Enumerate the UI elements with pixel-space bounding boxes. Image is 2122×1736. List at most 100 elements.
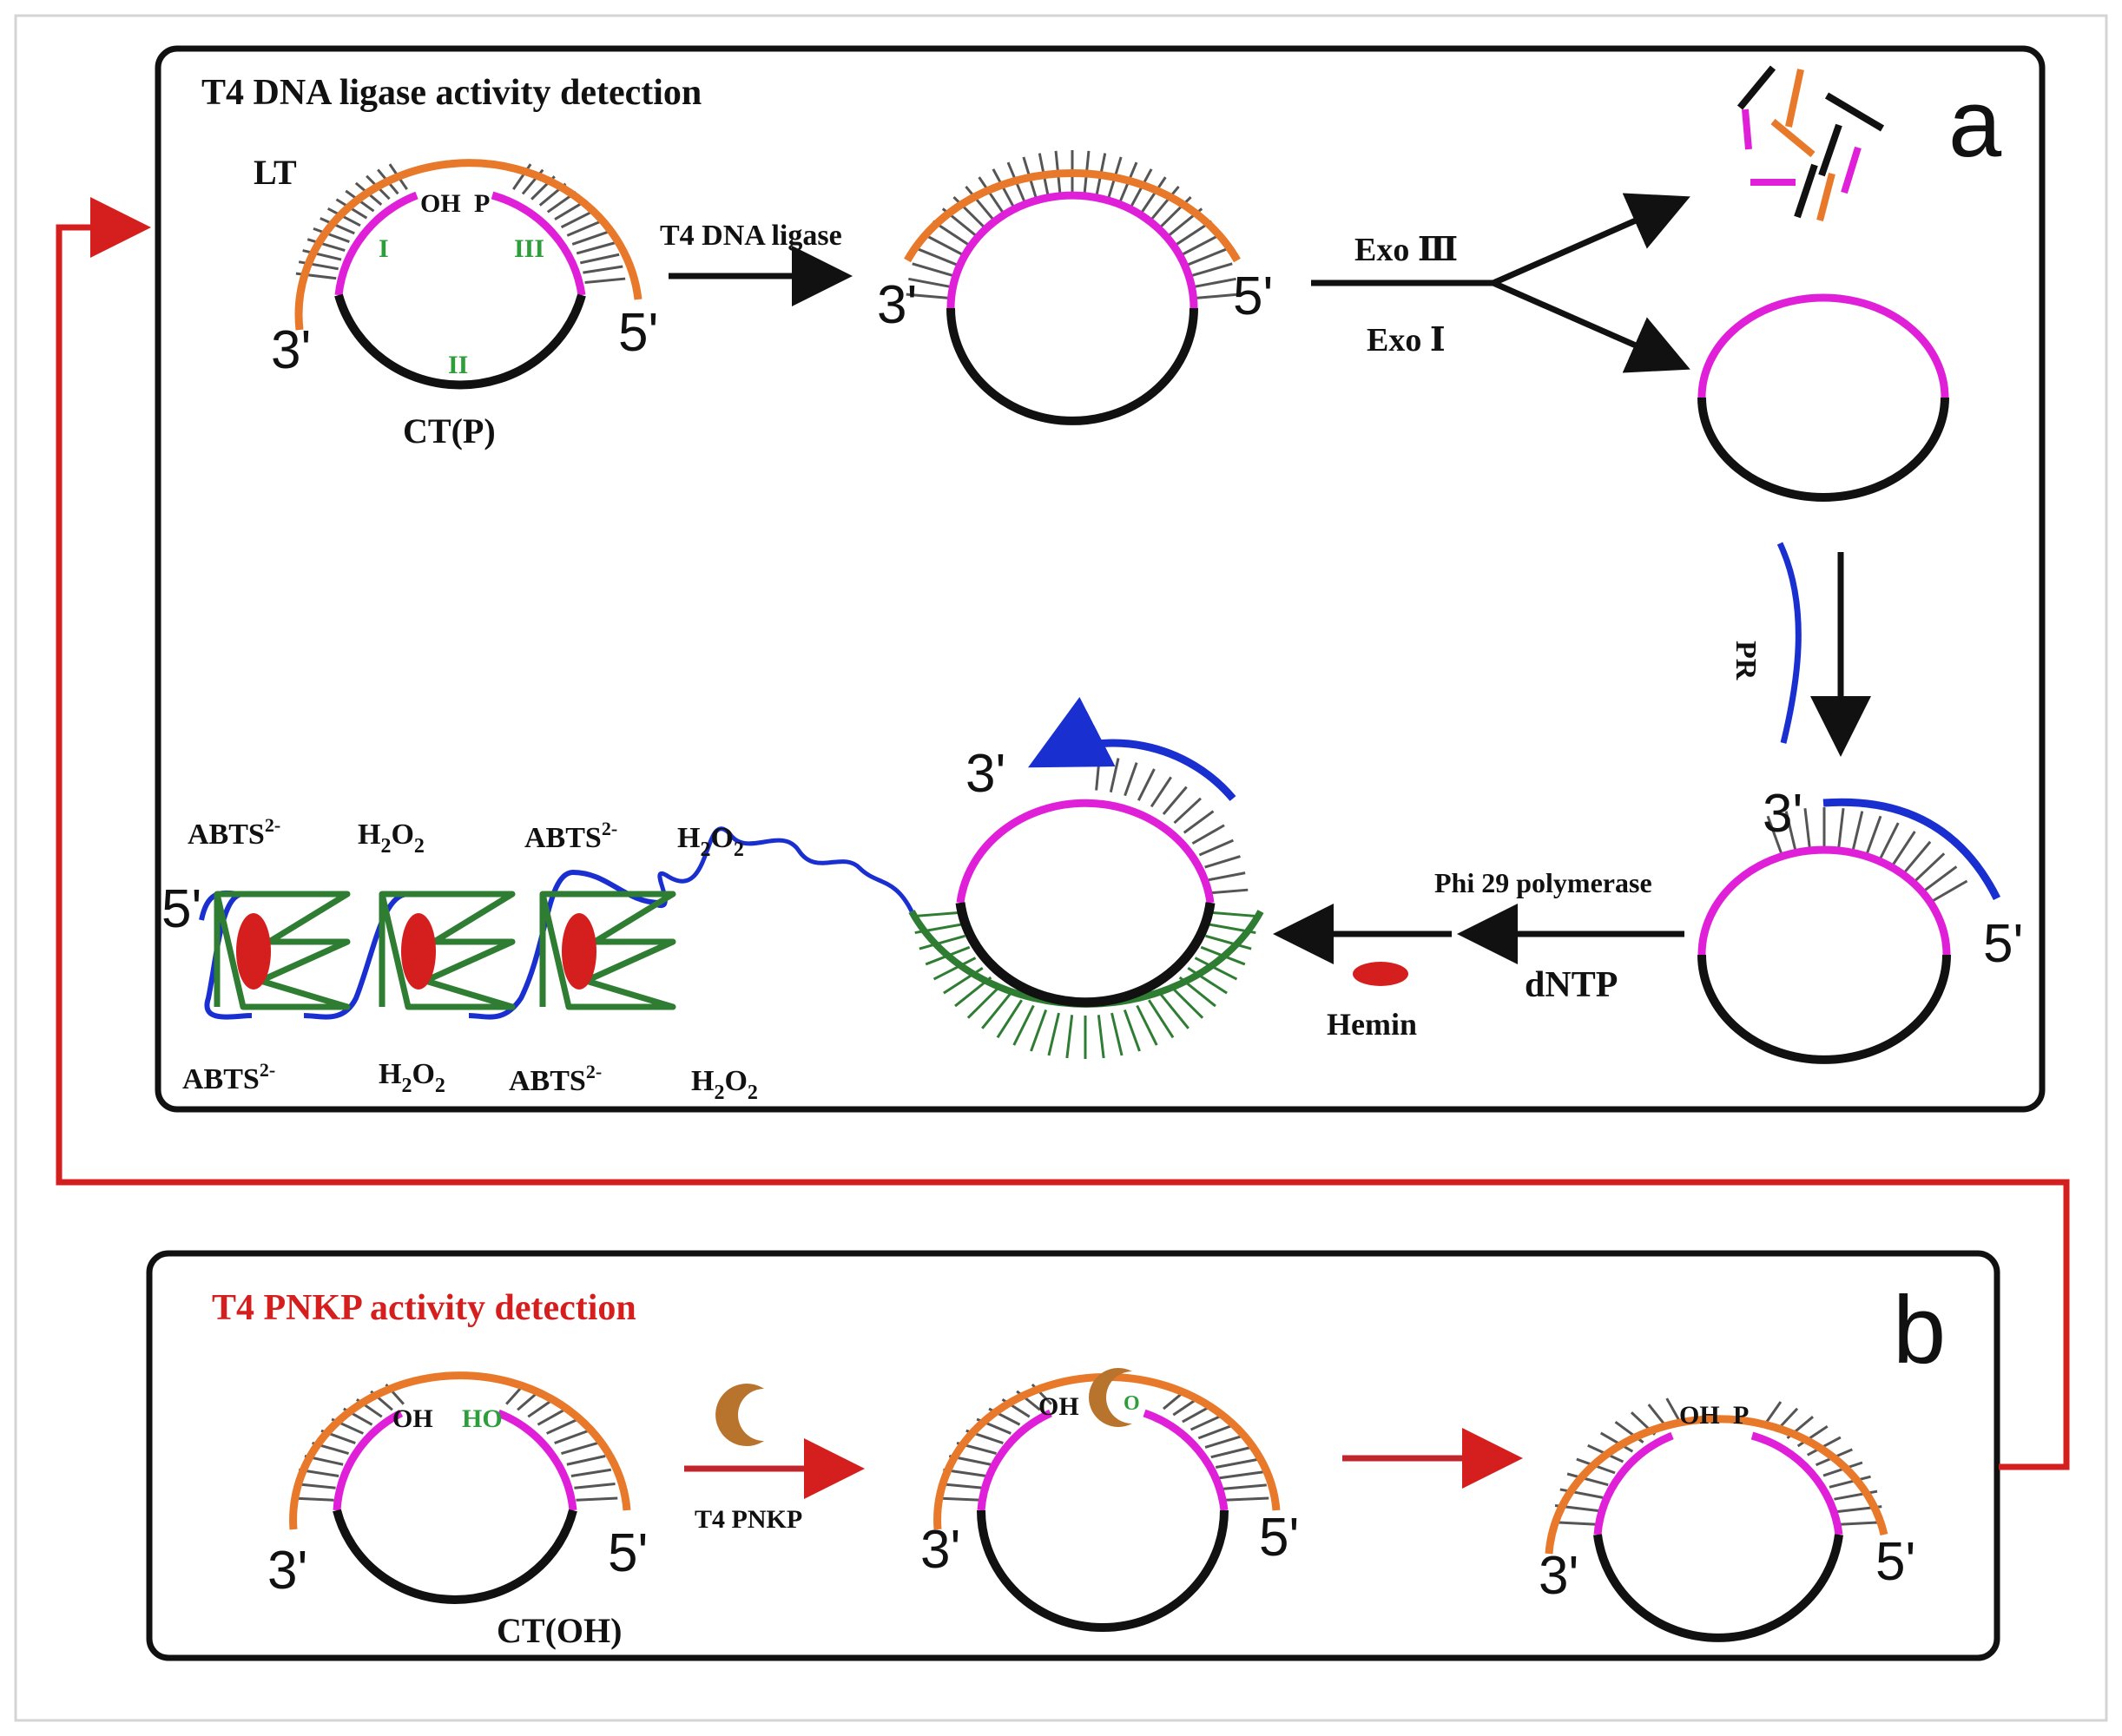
end-5-label-1: 5' xyxy=(618,303,658,363)
rca-product-circle xyxy=(649,697,1264,1059)
base-pair-tick xyxy=(1179,233,1221,257)
base-pair-tick xyxy=(584,277,626,285)
base-pair-tick xyxy=(576,241,616,255)
base-pair-tick xyxy=(546,1417,579,1435)
end-3-label-rca: 3' xyxy=(965,744,1005,804)
h2o2-label: H2O2 xyxy=(358,819,425,858)
base-pair-tick xyxy=(908,277,953,289)
base-pair-tick xyxy=(560,209,596,229)
p-label-b3: P xyxy=(1733,1401,1749,1430)
oh-label: OH xyxy=(420,189,461,218)
base-pair-tick xyxy=(1109,758,1120,793)
h2o2-label: H2O2 xyxy=(379,1058,445,1097)
base-pair-tick xyxy=(1129,168,1153,210)
ct-arm-left-b3 xyxy=(1593,1431,1674,1535)
ct-top-4 xyxy=(1697,845,1951,956)
base-pair-tick xyxy=(1796,1425,1829,1448)
circle-ligated xyxy=(904,150,1241,425)
base-pair-tick xyxy=(326,207,361,227)
base-pair-tick xyxy=(320,217,355,235)
base-pair-tick xyxy=(583,265,623,274)
base-pair-tick xyxy=(313,227,350,243)
base-pair-tick xyxy=(1183,810,1215,834)
ct-bottom-4 xyxy=(1697,954,1951,1064)
base-pair-tick xyxy=(1803,807,1812,852)
base-pair-tick xyxy=(1194,957,1238,981)
ct-loop-b2 xyxy=(977,1509,1229,1632)
base-pair-tick xyxy=(306,238,346,253)
outer-frame xyxy=(14,14,2108,1722)
base-pair-tick xyxy=(1169,984,1204,1019)
base-pair-tick xyxy=(1191,277,1236,289)
lt-strand-b1 xyxy=(289,1371,631,1530)
base-pair-tick xyxy=(1210,888,1249,895)
h2o2-label: H2O2 xyxy=(691,1065,758,1104)
end-3-label-2: 3' xyxy=(877,275,917,335)
pnkp-bound-icon xyxy=(1088,1368,1132,1427)
ligase-label: T4 DNA ligase xyxy=(660,220,842,252)
base-pair-tick xyxy=(965,185,996,222)
base-pair-tick xyxy=(1215,1457,1258,1469)
base-pair-tick xyxy=(1889,831,1916,869)
end-5-label-b1: 5' xyxy=(608,1523,648,1583)
end-3-label-1: 3' xyxy=(271,320,311,380)
phi29-label: Phi 29 polymerase xyxy=(1434,867,1652,898)
circle-primer xyxy=(1697,798,2001,1064)
g-quadruplex-unit xyxy=(214,891,351,1010)
base-pair-tick xyxy=(1911,852,1946,884)
base-pair-tick xyxy=(1901,840,1932,877)
roman-2-label: II xyxy=(448,351,468,379)
base-pair-tick xyxy=(1137,768,1156,801)
rca-blue-arc xyxy=(1027,697,1236,801)
hemin-label: Hemin xyxy=(1327,1007,1417,1042)
base-pair-tick xyxy=(1187,966,1228,995)
end-3-label-b2: 3' xyxy=(920,1520,960,1580)
base-pair-tick xyxy=(978,176,1005,216)
base-pair-tick xyxy=(1097,1015,1105,1059)
exo-fork xyxy=(1311,193,1690,373)
base-pair-tick xyxy=(917,247,960,267)
pr-label: PR xyxy=(1730,641,1762,681)
base-pair-tick xyxy=(537,1407,567,1426)
hemin-icon xyxy=(1353,962,1408,986)
base-pair-tick xyxy=(1065,1015,1074,1059)
base-pair-tick xyxy=(554,1429,590,1444)
digested-fragments xyxy=(1736,65,1885,222)
base-pair-tick xyxy=(566,220,603,237)
circle-pnkp-bound xyxy=(933,1368,1281,1632)
end-5-label-4: 5' xyxy=(1983,914,2023,974)
base-pair-tick xyxy=(566,1455,606,1466)
ct-bottom-2 xyxy=(946,307,1198,425)
base-pair-tick xyxy=(992,168,1016,210)
base-pair-tick xyxy=(1198,838,1234,857)
lt-strand xyxy=(294,159,643,331)
base-pair-tick xyxy=(1124,762,1138,797)
base-pair-tick xyxy=(981,992,1012,1029)
chain-blue-backbone xyxy=(199,870,661,1020)
ct-arm-right-b3 xyxy=(1750,1431,1843,1535)
base-pair-tick xyxy=(1193,293,1239,300)
ct-top-3 xyxy=(1697,293,1949,398)
base-pair-tick xyxy=(1173,797,1202,825)
base-pair-tick xyxy=(1110,1012,1124,1056)
end-5-label-b3: 5' xyxy=(1875,1532,1915,1592)
ct-oh-label: CT(OH) xyxy=(497,1611,622,1650)
base-pair-tick xyxy=(1864,815,1882,858)
base-pair-tick xyxy=(1150,776,1172,808)
ct-p-label: CT(P) xyxy=(403,411,496,450)
base-pair-tick xyxy=(932,957,977,981)
primer-strand xyxy=(1822,798,2001,901)
pnkp-enzyme-icon xyxy=(715,1383,764,1446)
base-pair-tick xyxy=(1197,1424,1235,1440)
feedback-loop-line xyxy=(56,197,2070,1470)
base-pair-tick xyxy=(579,253,620,265)
abts-label: ABTS2- xyxy=(509,1061,602,1097)
end-3-label-b1: 3' xyxy=(267,1541,307,1601)
base-pair-tick xyxy=(1030,1009,1048,1052)
base-pair-tick xyxy=(570,1468,612,1478)
base-pair-tick xyxy=(1566,1472,1609,1487)
ct-loop-b3 xyxy=(1593,1534,1843,1642)
base-pair-tick xyxy=(1123,1009,1141,1052)
roman-3-label: III xyxy=(514,234,544,263)
ct-loop xyxy=(334,293,586,390)
